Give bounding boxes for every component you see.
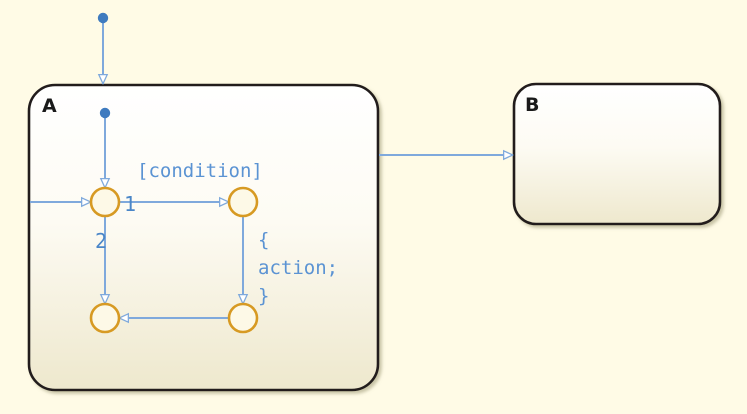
state-a[interactable]: A xyxy=(27,83,380,392)
action-body-label: action; xyxy=(258,257,338,279)
default-transition-into-a[interactable] xyxy=(97,12,109,84)
state-a-box[interactable] xyxy=(27,83,380,392)
state-b-label: B xyxy=(525,94,539,116)
execution-order-1-label: 1 xyxy=(124,192,136,216)
junction-1[interactable] xyxy=(89,186,121,218)
action-open-brace-label: { xyxy=(258,229,269,251)
junction-2[interactable] xyxy=(227,186,259,218)
state-a-label: A xyxy=(42,95,57,117)
inner-default-transition-dot[interactable] xyxy=(99,107,111,119)
action-close-brace-label: } xyxy=(258,285,269,307)
state-b-box[interactable] xyxy=(512,82,722,226)
default-transition-into-junction-1[interactable] xyxy=(99,107,111,188)
state-b[interactable]: B xyxy=(512,82,722,226)
junction-3[interactable] xyxy=(89,302,121,334)
execution-order-2-label: 2 xyxy=(95,229,107,253)
condition-label: [condition] xyxy=(137,160,263,182)
junction-4[interactable] xyxy=(227,302,259,334)
default-transition-dot[interactable] xyxy=(97,12,109,24)
